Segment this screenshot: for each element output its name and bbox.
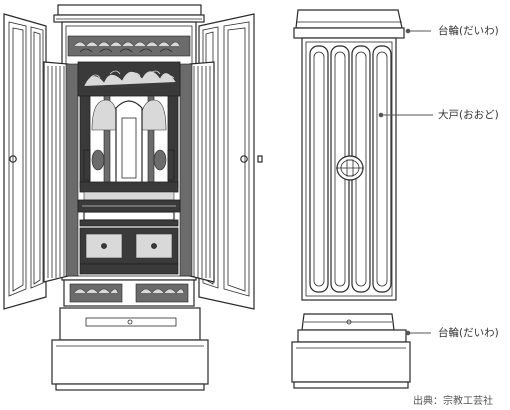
cabinet-top bbox=[53, 4, 205, 23]
inner-left-door bbox=[43, 61, 79, 283]
inner-right-door bbox=[179, 61, 215, 283]
exploded-butsudan bbox=[291, 9, 411, 389]
label-bottom-base-text: 台輪(だいわ) bbox=[438, 326, 499, 339]
label-bottom-base: 台輪(だいわ) bbox=[405, 326, 499, 339]
cabinet-base bbox=[51, 307, 209, 391]
label-door: 大戸(おおど) bbox=[378, 108, 499, 121]
label-door-text: 大戸(おおど) bbox=[438, 108, 499, 121]
exploded-doors bbox=[301, 37, 397, 301]
open-butsudan bbox=[3, 4, 263, 391]
cabinet-lower bbox=[63, 279, 195, 307]
source-credit: 出典：宗教工芸社 bbox=[413, 394, 493, 407]
altar-interior bbox=[77, 61, 181, 275]
exploded-top-base bbox=[293, 9, 405, 39]
label-top-base: 台輪(だいわ) bbox=[405, 24, 499, 37]
label-top-base-text: 台輪(だいわ) bbox=[438, 24, 499, 37]
exploded-bottom-base bbox=[291, 313, 411, 389]
left-outer-door bbox=[3, 13, 47, 310]
